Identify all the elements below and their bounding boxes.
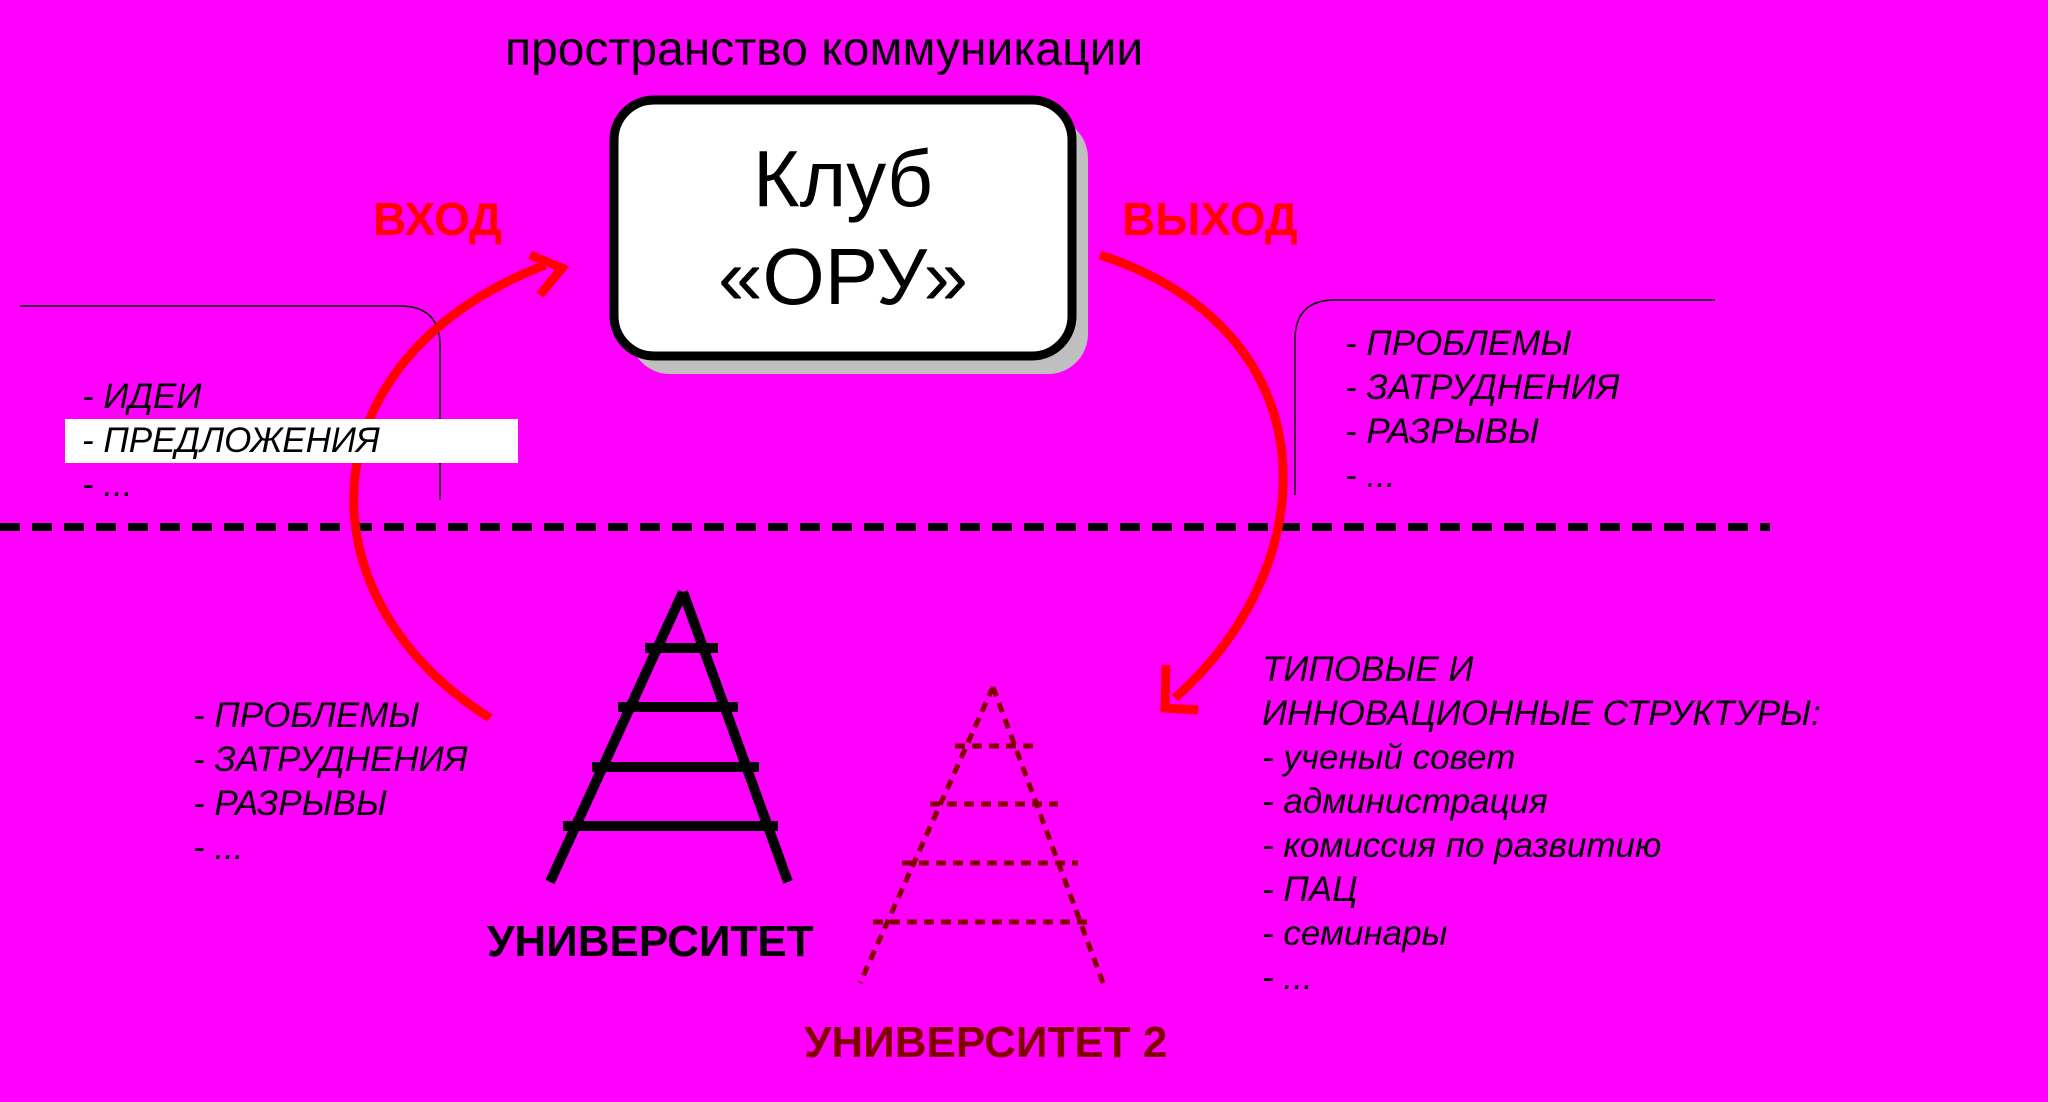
entry-label: ВХОД — [373, 193, 502, 245]
list-item: - комиссия по развитию — [1262, 826, 1662, 865]
page-title: пространство коммуникации — [505, 23, 1144, 76]
highlighted-list-item: - ПРЕДЛОЖЕНИЯ — [65, 419, 518, 463]
list-item: ТИПОВЫЕ И — [1262, 650, 1474, 689]
exit-problems-list: - ПРОБЛЕМЫ - ЗАТРУДНЕНИЯ - РАЗРЫВЫ - ... — [1345, 322, 1620, 498]
club-title: Клуб «ОРУ» — [614, 100, 1072, 356]
club-box — [609, 95, 1077, 361]
club-title-line2: «ОРУ» — [717, 232, 969, 321]
list-item: - ПРОБЛЕМЫ — [1345, 324, 1572, 363]
list-item: - ЗАТРУДНЕНИЯ — [1345, 368, 1620, 407]
exit-arrowhead — [1160, 664, 1199, 715]
list-item: - РАЗРЫВЫ — [1345, 412, 1540, 451]
list-item: - семинары — [1262, 914, 1448, 953]
university2-label: УНИВЕРСИТЕТ 2 — [804, 1018, 1168, 1067]
ideas-bracket — [20, 305, 441, 500]
ideas-list: - ИДЕИ - ПРЕДЛОЖЕНИЯ - ... — [65, 375, 518, 507]
list-item: - ... — [1262, 958, 1313, 997]
list-item: ИННОВАЦИОННЫЕ СТРУКТУРЫ: — [1262, 694, 1821, 733]
list-item: - РАЗРЫВЫ — [193, 784, 388, 823]
university-ladder — [545, 589, 793, 885]
list-item: - ... — [82, 465, 133, 504]
university-label: УНИВЕРСИТЕТ — [487, 917, 814, 966]
bottom-problems-list: - ПРОБЛЕМЫ - ЗАТРУДНЕНИЯ - РАЗРЫВЫ - ... — [193, 694, 468, 870]
list-item: - ... — [193, 828, 244, 867]
list-item: - ... — [1345, 456, 1396, 495]
list-item: - ПРОБЛЕМЫ — [193, 696, 420, 735]
list-item: - ПАЦ — [1262, 870, 1358, 909]
list-item: - ЗАТРУДНЕНИЯ — [193, 740, 468, 779]
list-item: - ПРЕДЛОЖЕНИЯ — [65, 419, 518, 463]
entry-arrow — [349, 260, 547, 722]
university2-ladder — [857, 685, 1106, 985]
structures-list: ТИПОВЫЕ И ИННОВАЦИОННЫЕ СТРУКТУРЫ: - уче… — [1262, 648, 1821, 1000]
entry-arrowhead — [528, 250, 570, 298]
club-title-line1: Клуб — [753, 134, 933, 223]
list-item: - администрация — [1262, 782, 1548, 821]
exit-bracket — [1294, 299, 1715, 495]
list-item: - ИДЕИ — [82, 377, 202, 416]
exit-label: ВЫХОД — [1122, 193, 1298, 245]
list-item: - ученый совет — [1262, 738, 1516, 777]
exit-arrow — [1098, 250, 1288, 702]
